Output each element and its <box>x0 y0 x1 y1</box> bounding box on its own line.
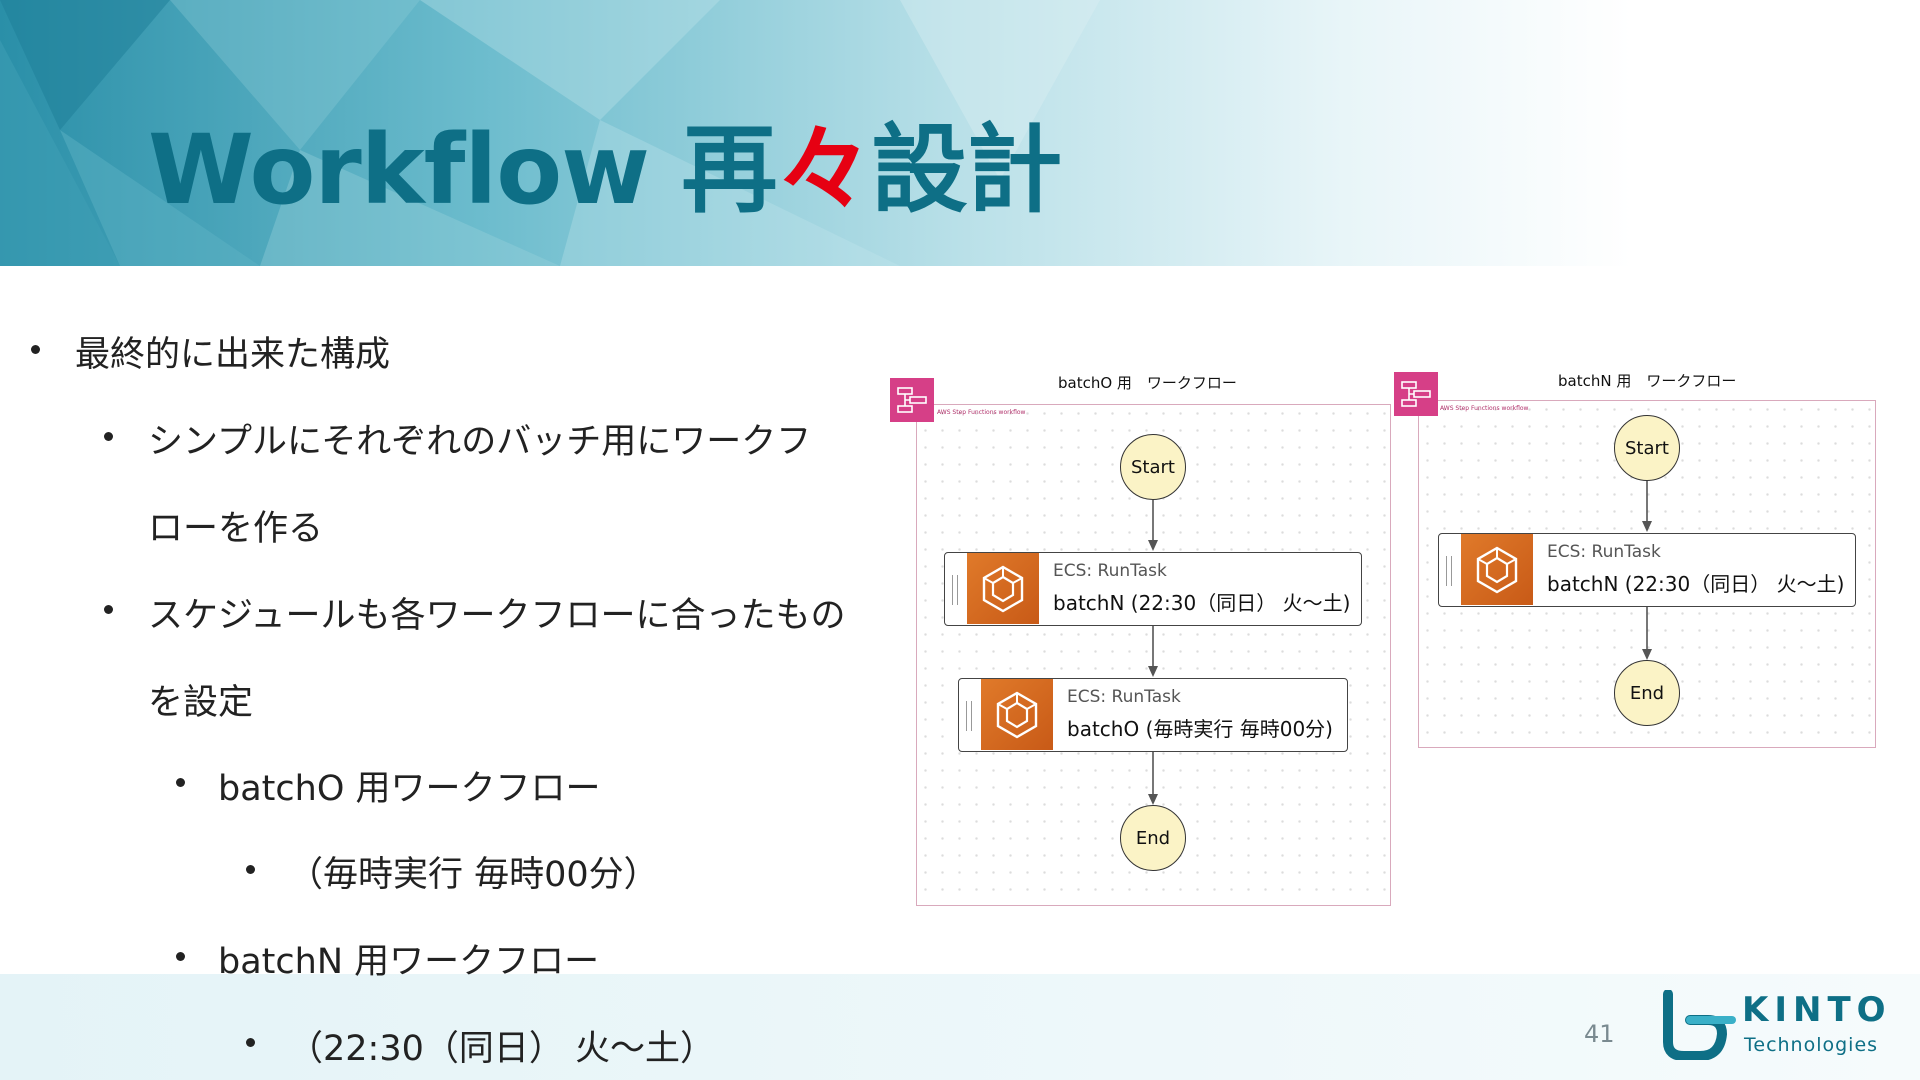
edge-arrow <box>1148 626 1158 677</box>
task-node[interactable]: ECS: RunTask batchN (22:30（同日） 火～土) <box>1438 533 1856 607</box>
bullet-item: ローを作る <box>148 509 324 549</box>
start-node[interactable]: Start <box>1120 434 1186 500</box>
end-node[interactable]: End <box>1120 805 1186 871</box>
ecs-icon <box>981 679 1053 750</box>
logo-sub: Technologies <box>1744 1034 1879 1056</box>
drag-handle[interactable] <box>966 701 972 731</box>
bullet-item: （毎時実行 毎時00分） <box>288 855 659 895</box>
logo-name: KINTO <box>1742 990 1892 1030</box>
bullet-item: batchO 用ワークフロー <box>218 769 601 809</box>
task-node[interactable]: ECS: RunTask batchO (毎時実行 毎時00分) <box>958 678 1348 752</box>
task-name: batchN (22:30（同日） 火～土) <box>1547 572 1845 596</box>
workflow-caption: batchO 用 ワークフロー <box>1058 374 1237 392</box>
task-name: batchN (22:30（同日） 火～土) <box>1053 591 1351 615</box>
ecs-icon <box>1461 534 1533 605</box>
drag-handle[interactable] <box>1446 556 1452 586</box>
bullet-dot <box>31 345 40 354</box>
end-node[interactable]: End <box>1614 660 1680 726</box>
start-node[interactable]: Start <box>1614 415 1680 481</box>
page-number: 41 <box>1584 1020 1615 1048</box>
task-name: batchO (毎時実行 毎時00分) <box>1067 717 1333 741</box>
bullet-item: 最終的に出来た構成 <box>75 335 391 375</box>
task-type: ECS: RunTask <box>1053 561 1167 581</box>
drag-handle[interactable] <box>952 575 958 605</box>
bullet-dot <box>246 865 255 874</box>
workflow-caption: batchN 用 ワークフロー <box>1558 372 1737 390</box>
slide-title-end: 設計 <box>871 114 1062 226</box>
bullet-dot <box>246 1038 255 1047</box>
bullet-item: を設定 <box>148 683 254 723</box>
bullet-dot <box>104 605 113 614</box>
step-functions-icon <box>890 378 934 422</box>
workflow-frame-label: AWS Step Functions workflow <box>1440 405 1529 412</box>
slide-title: Workflow 再々設計 <box>148 92 1062 231</box>
footer-band <box>0 974 1920 1080</box>
header-facets-decoration <box>0 0 1100 266</box>
kinto-logo-icon <box>1663 990 1736 1060</box>
edge-arrow <box>1642 607 1652 660</box>
bullet-dot <box>104 432 113 441</box>
task-type: ECS: RunTask <box>1067 687 1181 707</box>
task-type: ECS: RunTask <box>1547 542 1661 562</box>
bullet-item: シンプルにそれぞれのバッチ用にワークフ <box>148 422 812 462</box>
bullet-dot <box>176 778 185 787</box>
bullet-dot <box>176 952 185 961</box>
header-band: Workflow 再々設計 <box>0 0 1920 266</box>
workflow-frame-label: AWS Step Functions workflow <box>937 409 1026 416</box>
kinto-technologies-logo: KINTO Technologies <box>1660 990 1886 1060</box>
slide-title-accent: 々 <box>776 114 872 226</box>
step-functions-icon <box>1394 372 1438 416</box>
task-node[interactable]: ECS: RunTask batchN (22:30（同日） 火～土) <box>944 552 1362 626</box>
edge-arrow <box>1642 481 1652 532</box>
edge-arrow <box>1148 500 1158 551</box>
bullet-item: batchN 用ワークフロー <box>218 942 600 982</box>
slide-title-main: Workflow 再 <box>148 114 777 226</box>
bullet-item: スケジュールも各ワークフローに合ったもの <box>148 596 846 636</box>
bullet-item: （22:30（同日） 火～土） <box>288 1029 715 1069</box>
edge-arrow <box>1148 752 1158 805</box>
ecs-icon <box>967 553 1039 624</box>
